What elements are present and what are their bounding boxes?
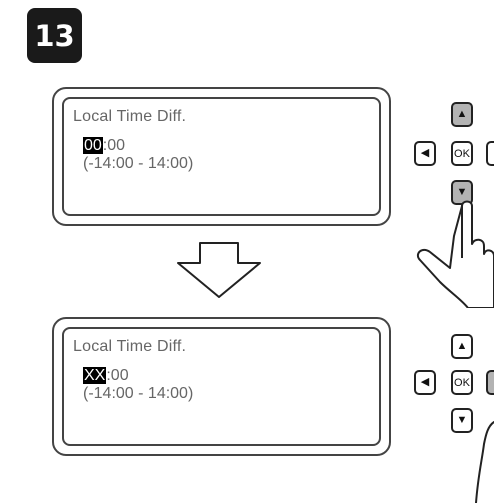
up-arrow-icon: ▲ <box>456 340 468 352</box>
left-arrow-icon: ◀ <box>420 376 430 388</box>
pointing-hand-icon <box>475 421 494 503</box>
ok-button[interactable]: OK <box>451 370 473 395</box>
left-button[interactable]: ◀ <box>414 141 436 166</box>
lcd-range: (-14:00 - 14:00) <box>83 155 194 172</box>
lcd-value-rest: :00 <box>102 137 126 154</box>
lcd-value-highlight: 00 <box>83 137 103 154</box>
step-number: 13 <box>34 18 75 53</box>
lcd-screen-bottom: Local Time Diff. XX:00 (-14:00 - 14:00) <box>52 317 391 456</box>
ok-label: OK <box>454 147 470 160</box>
up-arrow-icon: ▲ <box>456 108 468 120</box>
lcd-value-rest: :00 <box>106 367 129 384</box>
step-number-badge: 13 <box>27 8 82 63</box>
lcd-screen-bottom-inner: Local Time Diff. XX:00 (-14:00 - 14:00) <box>62 327 381 446</box>
lcd-value-highlight: XX <box>83 367 107 384</box>
lcd-value: 00:00 <box>83 137 125 155</box>
up-button[interactable]: ▲ <box>451 334 473 359</box>
lcd-screen-top: Local Time Diff. 00:00 (-14:00 - 14:00) <box>52 87 391 226</box>
ok-button[interactable]: OK <box>451 141 473 166</box>
lcd-value: XX:00 <box>83 367 129 385</box>
down-arrow-icon: ▼ <box>456 414 468 426</box>
right-button[interactable] <box>486 370 494 395</box>
right-button[interactable] <box>486 141 494 166</box>
ok-label: OK <box>454 376 470 389</box>
lcd-title: Local Time Diff. <box>73 108 187 125</box>
up-button[interactable]: ▲ <box>451 102 473 127</box>
lcd-range: (-14:00 - 14:00) <box>83 385 194 402</box>
left-button[interactable]: ◀ <box>414 370 436 395</box>
pointing-hand-icon <box>416 200 494 308</box>
left-arrow-icon: ◀ <box>420 147 430 159</box>
arrow-down-icon <box>177 242 261 298</box>
down-button[interactable]: ▼ <box>451 408 473 433</box>
lcd-screen-top-inner: Local Time Diff. 00:00 (-14:00 - 14:00) <box>62 97 381 216</box>
down-arrow-icon: ▼ <box>456 186 468 198</box>
lcd-title: Local Time Diff. <box>73 338 187 355</box>
